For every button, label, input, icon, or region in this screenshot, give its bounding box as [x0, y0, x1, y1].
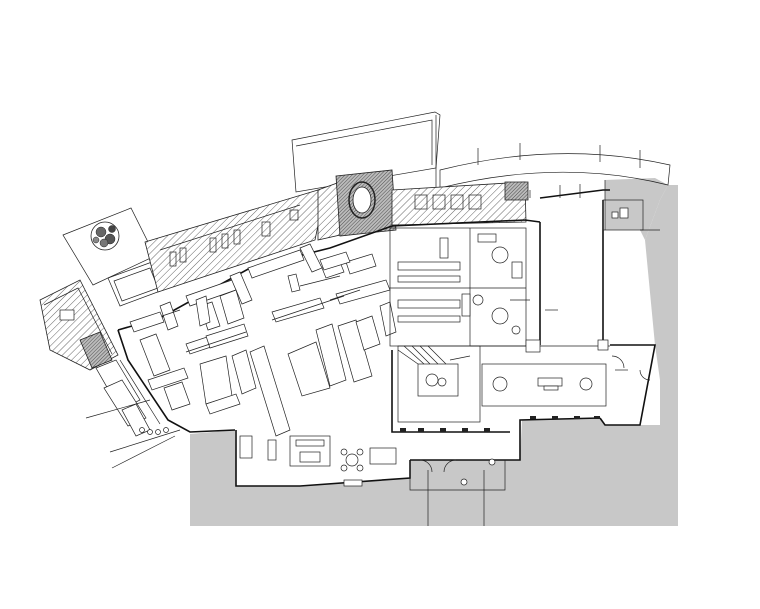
right-rooms [389, 227, 527, 347]
service-counter [470, 339, 610, 419]
exterior-walls [117, 180, 660, 487]
round-table-icon [472, 246, 521, 335]
door-swing-icon [419, 355, 651, 473]
service-block-hatched [144, 169, 529, 293]
bollards [400, 428, 490, 432]
shelving-rows [397, 233, 497, 323]
outdoor-ground-area [190, 178, 678, 526]
counter-bollards [530, 416, 600, 419]
annotation-leaders [85, 275, 628, 469]
right-structure [529, 184, 644, 231]
entrance-shelving [95, 359, 169, 437]
left-wing-hatched [39, 279, 119, 371]
display-fixtures [129, 243, 397, 437]
staircase-icon [391, 345, 510, 433]
roof-canopy [291, 111, 671, 195]
landscape-courtyard [62, 207, 156, 286]
lower-lounge [239, 355, 651, 526]
entrance-stools [139, 427, 169, 435]
tree-symbol [90, 221, 120, 251]
